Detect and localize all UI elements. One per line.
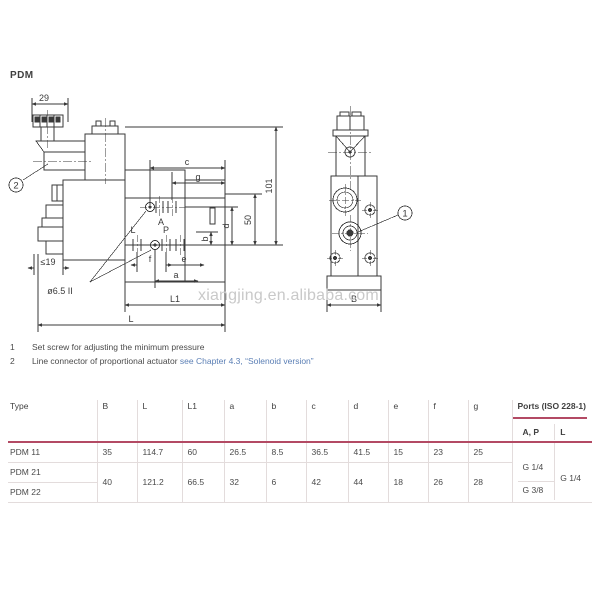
cell-f: 26 [427,463,468,502]
chapter-link[interactable]: see Chapter 4.3, “Solenoid version” [179,356,314,366]
ports-header-label: Ports (ISO 228-1) [517,401,587,411]
cell-e: 15 [387,443,428,462]
dim-label-b-front: B [351,294,357,304]
footnote-text: Line connector of proportional actuator … [32,354,570,368]
col-header-l: L [136,400,182,441]
footnote-body: Set screw for adjusting the minimum pres… [32,342,205,352]
footnote-1: 1 Set screw for adjusting the minimum pr… [10,340,570,354]
footnotes: 1 Set screw for adjusting the minimum pr… [10,340,570,368]
dim-label-a: a [173,270,178,280]
ports-l-value: G 1/4 [560,473,582,483]
col-header-l1: L1 [181,400,224,441]
dim-label-50: 50 [243,215,253,225]
dim-label-e: e [181,254,186,264]
port-label-l: L [130,225,135,235]
ports-subheader-cell: A, P L [511,424,592,441]
col-header-type: Type [10,401,29,411]
col-header-d: d [347,400,388,441]
cell-l1: 60 [181,443,224,462]
thin-rule-2 [8,482,97,483]
footnote-number: 1 [10,342,15,352]
table-row: PDM 11 35 114.7 60 26.5 8.5 36.5 41.5 15… [8,443,592,502]
table-thin-rule-row [8,502,592,503]
callout-label-1: 1 [402,209,407,220]
ports-values-cell: G 1/4 G 3/8 G 1/4 [511,443,592,502]
ports-subheader-ap: A, P [522,427,540,437]
dim-label-29: 29 [39,93,49,103]
col-header-e: e [387,400,428,441]
page-title: PDM [10,70,34,81]
cell-l1: 66.5 [181,463,224,502]
col-header-c: c [305,400,348,441]
col-header-ports: Ports (ISO 228-1) [511,400,592,424]
cell-l: 121.2 [136,463,182,502]
cell-b: 35 [96,443,137,462]
port-label-p: P [163,225,169,235]
col-header-a: a [223,400,266,441]
col-header-g: g [467,400,512,441]
cell-b-lower: 6 [265,463,306,502]
footnote-2: 2 Line connector of proportional actuato… [10,354,570,368]
dim-label-hole: ø6.5 II [47,286,73,296]
ports-ap-bottom: G 3/8 [522,485,544,495]
cell-f: 23 [427,443,468,462]
thin-rule-3-right [512,502,592,503]
col-header-f: f [427,400,468,441]
footnote-body: Line connector of proportional actuator [32,356,180,366]
col-header-b: B [96,400,137,441]
dim-label-l1: L1 [170,294,180,304]
table-row: PDM 22 [8,483,592,502]
ports-l-column: G 1/4 [554,443,592,500]
table-thin-rule-row [8,462,592,463]
cell-l: 114.7 [136,443,182,462]
table-subheader-row: A, P L [8,424,592,441]
cell-d: 41.5 [347,443,388,462]
dim-label-b: b [200,236,210,241]
table-thick-rule-row [8,441,592,443]
dim-label-g: g [195,172,200,182]
cell-c: 42 [305,463,348,502]
col-header-b-lower: b [265,400,306,441]
cell-type: PDM 22 [10,487,41,497]
ports-ap-divider [517,481,555,482]
footnote-text: Set screw for adjusting the minimum pres… [32,340,570,354]
cell-e: 18 [387,463,428,502]
dimensions-table: Type B L L1 a b c d e f g Ports (ISO 228… [8,400,592,503]
thick-rule-right [512,441,592,443]
table-row: PDM 21 40 121.2 66.5 32 6 42 44 18 26 28 [8,463,592,502]
cell-g: 25 [467,443,512,462]
cell-a: 32 [223,463,266,502]
port-label-a: A [158,217,164,227]
footnote-number: 2 [10,356,15,366]
dim-label-c: c [185,157,190,167]
cell-d: 44 [347,463,388,502]
dim-label-f: f [149,254,152,264]
thick-rule-left [8,441,512,443]
ports-header-rule [512,417,587,419]
cell-g: 28 [467,463,512,502]
cell-b-lower: 8.5 [265,443,306,462]
table-header-row: Type B L L1 a b c d e f g Ports (ISO 228… [8,400,592,441]
technical-drawing: 29 2 ≤19 ø6.5 II c g A L P f e a L1 L d … [8,93,413,332]
dim-label-le19: ≤19 [41,257,56,267]
thin-rule-1 [8,462,512,463]
table-thin-rule-row [8,482,592,483]
cell-type: PDM 11 [10,447,41,457]
cell-c: 36.5 [305,443,348,462]
ports-ap-column: G 1/4 G 3/8 [517,443,555,500]
dim-label-l: L [128,314,133,324]
callout-label-2: 2 [13,181,18,192]
cell-a: 26.5 [223,443,266,462]
cell-b: 40 [96,463,137,502]
dim-label-d: d [221,223,231,228]
ports-ap-top: G 1/4 [522,462,544,472]
ports-subheader-l: L [554,424,592,440]
cell-type: PDM 21 [10,467,41,477]
dim-label-101: 101 [264,178,274,193]
thin-rule-3 [8,502,512,503]
